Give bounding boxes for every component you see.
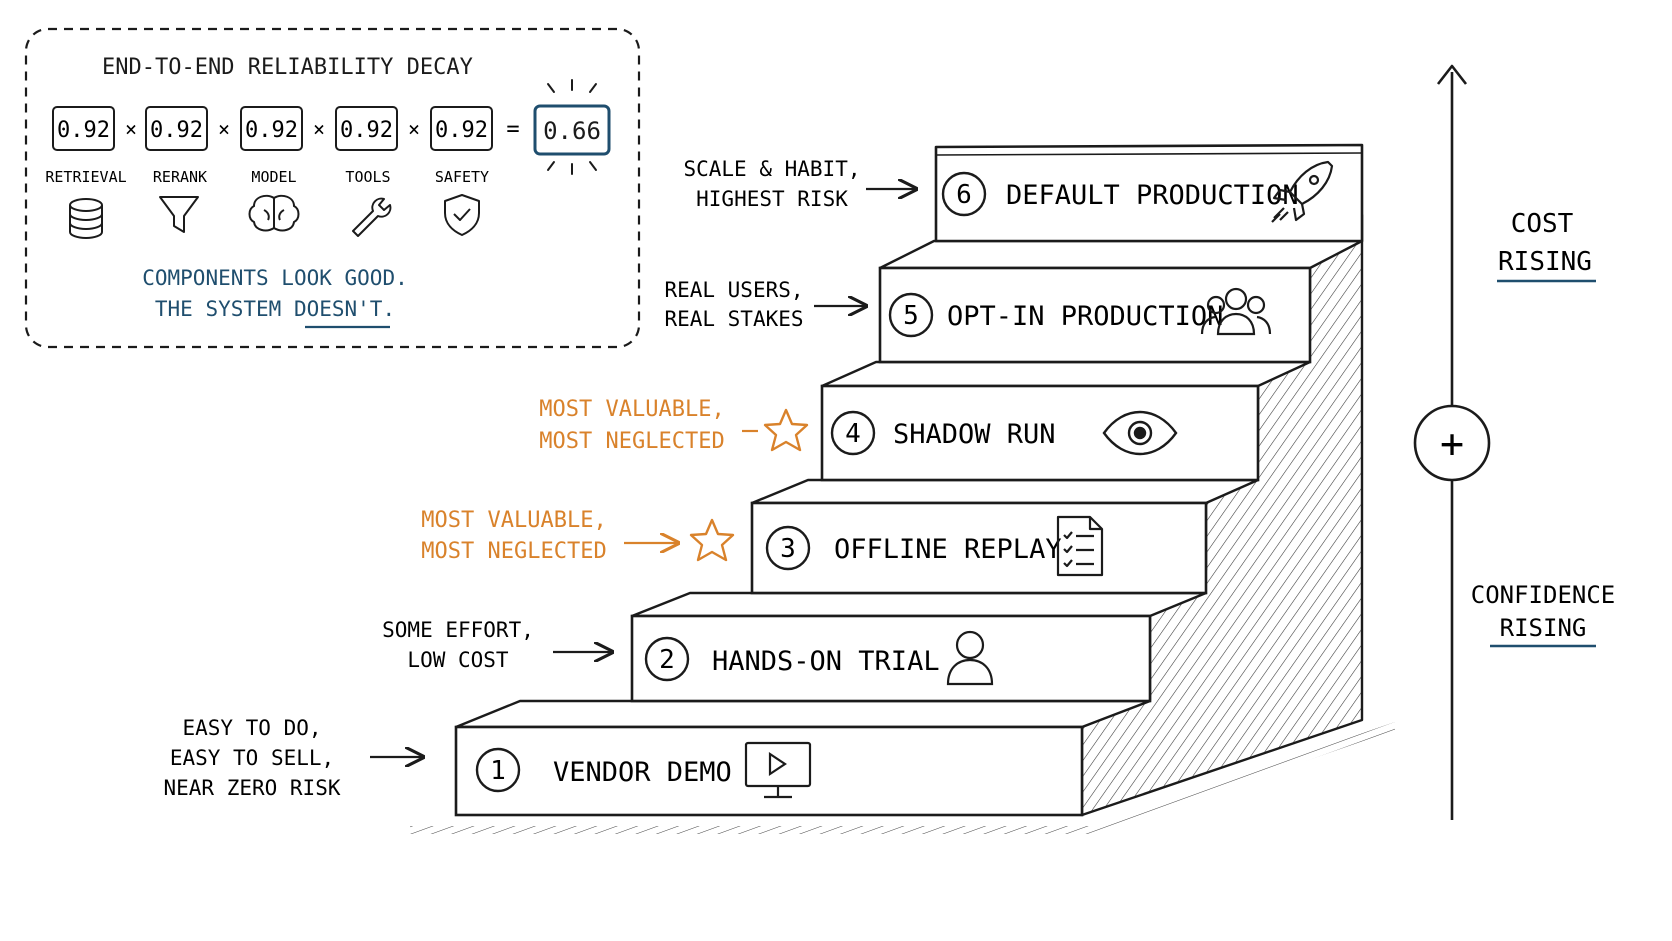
note-line: LOW COST <box>407 648 509 672</box>
component-rerank: 0.92 RERANK <box>145 106 208 233</box>
funnel-icon <box>159 196 199 233</box>
step-4 <box>820 360 1312 482</box>
component-label: MODEL <box>251 168 296 186</box>
step-3 <box>750 478 1260 595</box>
note-step-1: EASY TO DO, EASY TO SELL, NEAR ZERO RISK <box>163 716 423 800</box>
axis-top-label-line1: COST <box>1511 209 1574 239</box>
note-line: SCALE & HABIT, <box>683 157 860 181</box>
note-step-6: SCALE & HABIT, HIGHEST RISK <box>683 157 916 211</box>
note-line: EASY TO SELL, <box>170 746 334 770</box>
note-line: MOST NEGLECTED <box>539 429 724 454</box>
step-number: 3 <box>780 534 796 564</box>
note-line: MOST VALUABLE, <box>421 508 606 533</box>
star-icon <box>689 518 735 562</box>
axis-top-label-line2: RISING <box>1498 247 1592 277</box>
step-4-content: 4 SHADOW RUN <box>830 410 1178 456</box>
times-sign: × <box>408 117 420 141</box>
equals-sign: = <box>506 117 519 142</box>
step-2-content: 2 HANDS-ON TRIAL <box>644 630 994 686</box>
step-2 <box>630 591 1208 703</box>
note-line: REAL STAKES <box>664 307 803 331</box>
step-label: SHADOW RUN <box>893 419 1056 450</box>
monitor-play-icon <box>744 741 812 799</box>
axis-bottom-label-line2: RISING <box>1500 614 1587 642</box>
checklist-icon <box>1056 515 1104 577</box>
note-line: MOST NEGLECTED <box>421 539 606 564</box>
step-label: OPT-IN PRODUCTION <box>947 301 1223 332</box>
component-value: 0.92 <box>57 118 110 143</box>
component-tools: 0.92 TOOLS <box>335 106 398 237</box>
result-value: 0.66 <box>543 117 601 145</box>
step-number: 1 <box>490 756 506 786</box>
times-sign: × <box>125 117 137 141</box>
step-3-content: 3 OFFLINE REPLAY <box>765 515 1104 577</box>
component-safety: 0.92 SAFETY <box>430 106 493 236</box>
note-line: REAL USERS, <box>664 278 803 302</box>
rocket-icon <box>1271 160 1334 223</box>
step-number: 5 <box>903 301 919 331</box>
step-5 <box>878 239 1364 364</box>
axis-bottom-label-line1: CONFIDENCE <box>1471 581 1616 609</box>
confidence-cost-axis: + COST RISING CONFIDENCE RISING <box>1413 64 1616 820</box>
brain-icon <box>248 194 300 232</box>
component-retrieval: 0.92 RETRIEVAL <box>45 106 127 239</box>
wrench-icon <box>352 197 392 237</box>
component-label: RERANK <box>153 168 207 186</box>
step-1-content: 1 VENDOR DEMO <box>475 741 812 799</box>
component-label: TOOLS <box>345 168 390 186</box>
up-arrow-head <box>1436 64 1468 85</box>
component-model: 0.92 MODEL <box>240 106 303 232</box>
step-6-content: 6 DEFAULT PRODUCTION <box>941 160 1334 223</box>
note-line: SOME EFFORT, <box>382 618 534 642</box>
step-label: OFFLINE REPLAY <box>834 534 1062 565</box>
users-icon <box>1200 287 1272 336</box>
note-step-4: MOST VALUABLE, MOST NEGLECTED <box>539 397 809 454</box>
times-sign: × <box>313 117 325 141</box>
database-icon <box>69 198 103 239</box>
panel-caption-line2: THE SYSTEM DOESN'T. <box>155 297 395 321</box>
result-box: 0.66 <box>533 79 611 175</box>
component-value: 0.92 <box>435 118 488 143</box>
note-step-2: SOME EFFORT, LOW COST <box>382 618 612 672</box>
step-6 <box>934 143 1364 243</box>
note-line: EASY TO DO, <box>182 716 321 740</box>
highlight-rays <box>547 79 597 175</box>
note-line: MOST VALUABLE, <box>539 397 724 422</box>
note-step-5: REAL USERS, REAL STAKES <box>664 278 866 331</box>
note-step-3: MOST VALUABLE, MOST NEGLECTED <box>421 508 735 564</box>
panel-title: END-TO-END RELIABILITY DECAY <box>102 55 473 80</box>
step-label: DEFAULT PRODUCTION <box>1006 180 1299 211</box>
component-value: 0.92 <box>245 118 298 143</box>
eye-icon <box>1102 410 1178 456</box>
user-icon <box>946 630 994 686</box>
reliability-panel: END-TO-END RELIABILITY DECAY 0.92 RETRIE… <box>24 27 641 349</box>
times-sign: × <box>218 117 230 141</box>
component-value: 0.92 <box>340 118 393 143</box>
component-label: RETRIEVAL <box>45 168 126 186</box>
shield-check-icon <box>444 194 480 236</box>
step-number: 4 <box>845 419 861 449</box>
step-label: HANDS-ON TRIAL <box>712 646 940 677</box>
note-line: NEAR ZERO RISK <box>163 776 340 800</box>
step-label: VENDOR DEMO <box>553 757 732 788</box>
component-label: SAFETY <box>435 168 489 186</box>
step-number: 2 <box>659 645 675 675</box>
star-icon <box>763 408 809 452</box>
step-number: 6 <box>956 180 972 210</box>
note-line: HIGHEST RISK <box>696 187 848 211</box>
component-value: 0.92 <box>150 118 203 143</box>
axis-symbol: + <box>1440 421 1464 467</box>
staircase: 1 VENDOR DEMO 2 HANDS-ON TRIAL 3 OFFLINE… <box>410 143 1395 834</box>
step-5-content: 5 OPT-IN PRODUCTION <box>888 287 1272 338</box>
ground-shadow <box>410 722 1395 834</box>
panel-caption-line1: COMPONENTS LOOK GOOD. <box>142 266 408 290</box>
